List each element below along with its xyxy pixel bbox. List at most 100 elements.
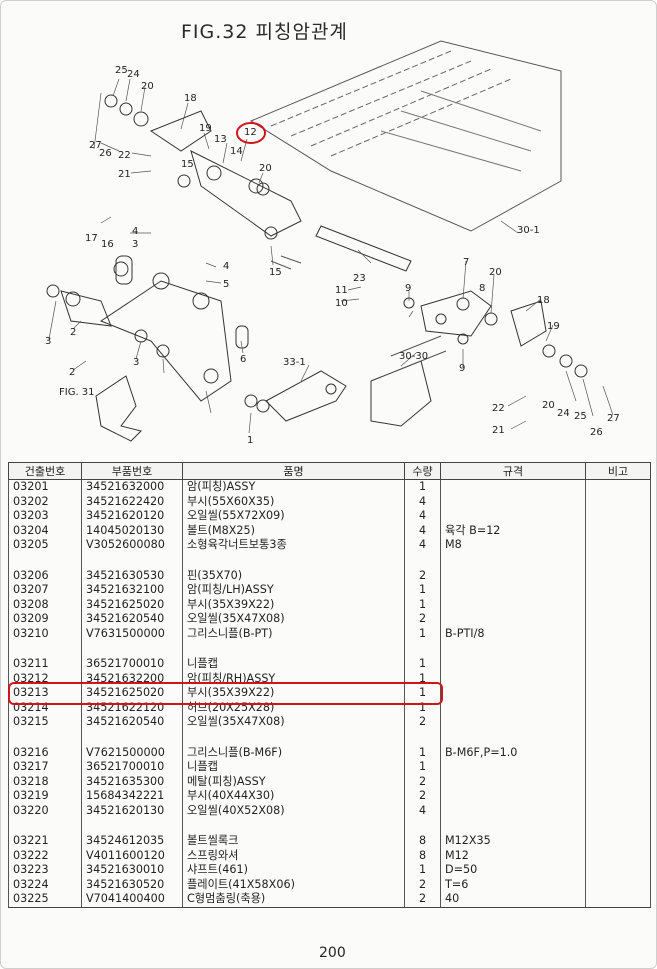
cell-note — [585, 583, 651, 598]
cell-no: 03224 — [8, 877, 82, 892]
cell-name: 니플캡 — [182, 657, 405, 672]
callout: 4 — [223, 261, 229, 272]
cell-part: V7631500000 — [81, 626, 183, 641]
exploded-parts-diagram: 25 24 20 18 19 12 13 14 27 26 22 21 15 2… — [45, 40, 620, 446]
cell-note — [585, 597, 651, 612]
cell-name: C형멈춤링(축용) — [182, 892, 405, 908]
cell-part: V4011600120 — [81, 848, 183, 863]
callout: 19 — [199, 123, 212, 134]
cell-spec: 40 — [440, 892, 586, 908]
cell-qty: 4 — [404, 523, 441, 538]
cell-qty: 2 — [404, 877, 441, 892]
cell-spec: M8 — [440, 538, 586, 553]
cell-note — [585, 715, 651, 730]
col-header: 규격 — [440, 462, 586, 480]
cell-no: 03218 — [8, 774, 82, 789]
callout-highlight-circle — [236, 122, 266, 144]
callout: 27 — [89, 140, 102, 151]
cell-qty: 4 — [404, 494, 441, 509]
cell-name: 암(피칭)ASSY — [182, 479, 405, 495]
cell-note — [585, 877, 651, 892]
cell-qty: 1 — [404, 657, 441, 672]
cell-qty: 1 — [404, 760, 441, 775]
cell-qty: 1 — [404, 626, 441, 641]
cell-part: V3052600080 — [81, 538, 183, 553]
cell-name: 오일씰(35X47X08) — [182, 715, 405, 730]
cell-spec — [440, 789, 586, 804]
table-header-row: 건출번호 부품번호 품명 수량 규격 비고 — [8, 462, 651, 480]
callout: 14 — [230, 146, 243, 157]
group-spacer — [8, 729, 651, 746]
col-header: 수량 — [404, 462, 441, 480]
group-spacer — [8, 552, 651, 569]
cell-part: 34521620540 — [81, 612, 183, 627]
cell-name: 니플캡 — [182, 760, 405, 775]
callout: 6 — [240, 354, 246, 365]
col-header: 건출번호 — [8, 462, 82, 480]
cell-part: 34521622420 — [81, 494, 183, 509]
cell-no: 03210 — [8, 626, 82, 641]
cell-name: 볼트씰록크 — [182, 834, 405, 849]
cell-spec — [440, 686, 586, 701]
callout: 33-1 — [283, 357, 306, 368]
callout: 9 — [459, 363, 465, 374]
callout: 30-1 — [517, 225, 540, 236]
cell-spec — [440, 583, 586, 598]
cell-note — [585, 892, 651, 908]
cell-no: 03219 — [8, 789, 82, 804]
cell-name: 부시(40X44X30) — [182, 789, 405, 804]
callout: 7 — [463, 257, 469, 268]
cell-spec — [440, 479, 586, 495]
callout: 3 — [45, 336, 51, 347]
cell-part: 34521625020 — [81, 597, 183, 612]
cell-name: 핀(35X70) — [182, 568, 405, 583]
cell-no: 03225 — [8, 892, 82, 908]
cell-note — [585, 863, 651, 878]
cell-name: 오일씰(40X52X08) — [182, 803, 405, 818]
col-header: 비고 — [585, 462, 651, 480]
cell-spec: M12 — [440, 848, 586, 863]
cell-qty: 4 — [404, 803, 441, 818]
cell-qty: 4 — [404, 509, 441, 524]
cell-spec — [440, 568, 586, 583]
callout: 15 — [269, 267, 282, 278]
cell-no: 03222 — [8, 848, 82, 863]
cell-part: 34521620130 — [81, 803, 183, 818]
cell-no: 03220 — [8, 803, 82, 818]
cell-name: 부시(35X39X22) — [182, 686, 405, 701]
cell-no: 03201 — [8, 479, 82, 495]
callout: 15 — [181, 159, 194, 170]
callout: 3 — [133, 357, 139, 368]
cell-name: 암(피칭/LH)ASSY — [182, 583, 405, 598]
cell-qty: 2 — [404, 892, 441, 908]
cell-note — [585, 671, 651, 686]
cell-spec: T=6 — [440, 877, 586, 892]
cell-qty: 1 — [404, 863, 441, 878]
cell-part: 36521700010 — [81, 657, 183, 672]
cell-name: 볼트(M8X25) — [182, 523, 405, 538]
cell-spec — [440, 715, 586, 730]
cell-name: 부시(55X60X35) — [182, 494, 405, 509]
cell-part: 34521630530 — [81, 568, 183, 583]
cell-note — [585, 509, 651, 524]
callout: 21 — [118, 169, 131, 180]
cell-part: 34521625020 — [81, 686, 183, 701]
cell-name: 오일씰(35X47X08) — [182, 612, 405, 627]
cell-no: 03215 — [8, 715, 82, 730]
cell-no: 03211 — [8, 657, 82, 672]
callout: 18 — [184, 93, 197, 104]
callout: 20 — [259, 163, 272, 174]
cell-part: 34521630520 — [81, 877, 183, 892]
cell-name: 플레이트(41X58X06) — [182, 877, 405, 892]
cell-note — [585, 538, 651, 553]
callout: 20 — [542, 400, 555, 411]
cell-note — [585, 657, 651, 672]
